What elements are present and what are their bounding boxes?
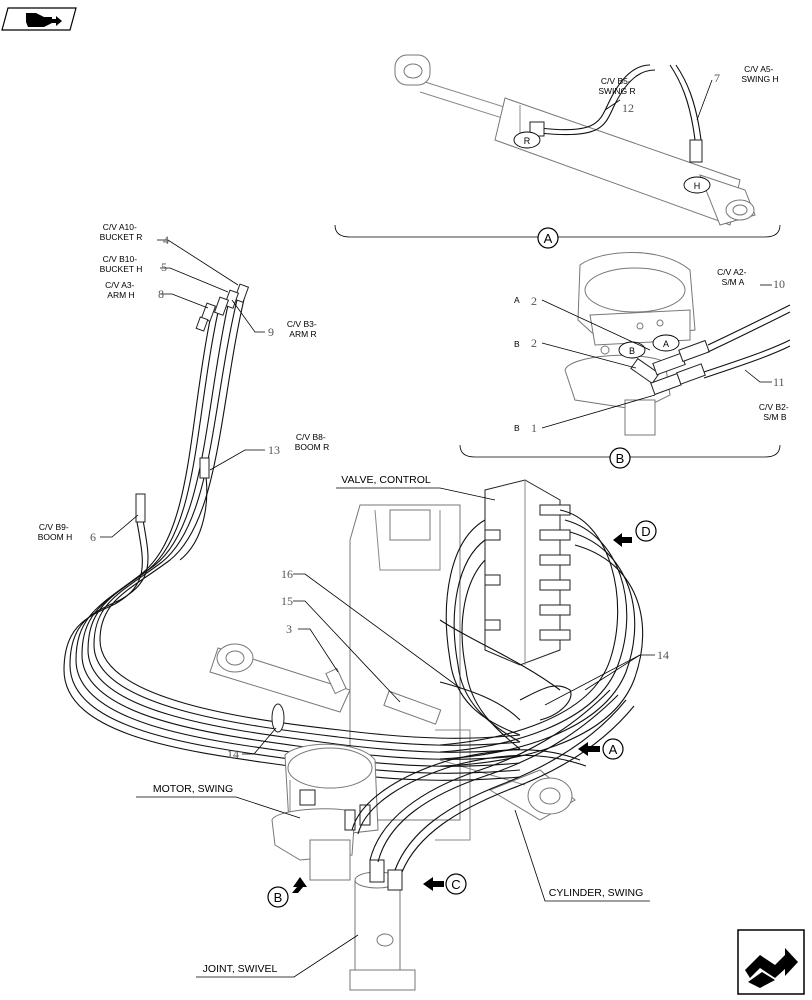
detail-a-view: R H C/V B5- SWING R C/V A5- SWING H 12 7… — [334, 54, 781, 249]
main-labels: C/V A10- BUCKET R 4 C/V B10- BUCKET H 5 … — [38, 222, 669, 978]
book-arrow-icon[interactable] — [1, 7, 77, 31]
label-sm-b: C/V B2- S/M B — [759, 402, 791, 422]
hose-bundle-lower — [351, 689, 635, 873]
hose-end-fittings-top — [135, 283, 250, 523]
svg-text:C: C — [451, 877, 460, 892]
view-marker-c: C — [423, 873, 467, 895]
swing-motor[interactable] — [271, 743, 379, 881]
label-boom-h: C/V B9- BOOM H — [38, 522, 72, 542]
label-valve-control: VALVE, CONTROL — [341, 474, 431, 486]
label-arm-h: C/V A3- ARM H — [105, 280, 137, 300]
callout-1: 1 — [531, 421, 537, 435]
svg-text:H: H — [694, 181, 701, 191]
view-marker-b: B — [267, 877, 307, 908]
detail-b-view: B A A 2 B 2 B 1 C/V A2- S/M A 10 11 C/V … — [459, 252, 791, 469]
callout-16: 16 — [281, 567, 293, 581]
tube-3 — [325, 667, 347, 695]
label-bucket-h: C/V B10- BUCKET H — [100, 254, 143, 274]
row-letter-b: B — [514, 339, 520, 349]
svg-text:A: A — [663, 339, 669, 349]
swing-cylinder[interactable] — [439, 759, 576, 821]
label-joint-swivel: JOINT, SWIVEL — [203, 963, 278, 975]
boom-foot-arm — [209, 643, 351, 713]
svg-text:A: A — [544, 231, 553, 246]
next-page-arrow-icon[interactable] — [737, 929, 805, 995]
callout-11: 11 — [773, 375, 785, 389]
svg-text:B: B — [274, 890, 283, 905]
label-motor-swing: MOTOR, SWING — [153, 783, 233, 795]
detail-a-marker: A — [537, 227, 559, 249]
label-boom-r: C/V B8- BOOM R — [295, 432, 329, 452]
label-swing-h: C/V A5- SWING H — [741, 64, 778, 84]
callout-14-right: 14 — [657, 648, 669, 662]
label-cylinder-swing: CYLINDER, SWING — [549, 887, 644, 899]
control-valve[interactable] — [484, 479, 571, 666]
callout-4: 4 — [163, 233, 169, 247]
callout-6: 6 — [90, 530, 96, 544]
label-swing-r: C/V B5- SWING R — [598, 76, 635, 96]
swivel-joint[interactable] — [349, 859, 416, 991]
callout-10: 10 — [773, 277, 785, 291]
row-letter-b-low: B — [514, 423, 520, 433]
main-assembly — [63, 283, 644, 991]
hose-clamp-16 — [439, 681, 521, 721]
port-r-label: R — [513, 131, 541, 149]
svg-text:B: B — [629, 346, 635, 356]
swing-motor-detail — [564, 252, 696, 436]
callout-12: 12 — [622, 101, 634, 115]
callout-5: 5 — [161, 260, 167, 274]
callout-13: 13 — [268, 443, 280, 457]
callout-14-left: 14 — [227, 747, 239, 761]
port-b-label: B — [618, 341, 646, 359]
svg-text:A: A — [609, 742, 618, 757]
callout-7: 7 — [714, 71, 720, 85]
callout-2-b: 2 — [531, 336, 537, 350]
port-a-label: A — [652, 334, 680, 352]
callout-2-a: 2 — [531, 294, 537, 308]
callout-9: 9 — [268, 325, 274, 339]
svg-text:D: D — [641, 524, 650, 539]
label-arm-r: C/V B3- ARM R — [287, 319, 319, 339]
view-marker-a: A — [578, 738, 624, 760]
view-marker-d: D — [613, 520, 657, 547]
label-sm-a: C/V A2- S/M A — [717, 267, 749, 287]
hose-clamp-left — [271, 703, 285, 733]
svg-text:R: R — [524, 136, 531, 146]
label-bucket-r: C/V A10- BUCKET R — [100, 222, 143, 242]
row-letter-a: A — [514, 295, 520, 305]
callout-15: 15 — [281, 594, 293, 608]
svg-text:B: B — [616, 451, 625, 466]
callout-3: 3 — [286, 622, 292, 636]
port-h-label: H — [683, 176, 711, 194]
detail-b-marker: B — [609, 447, 631, 469]
hose-bundle-main — [63, 294, 521, 781]
callout-8: 8 — [158, 287, 164, 301]
